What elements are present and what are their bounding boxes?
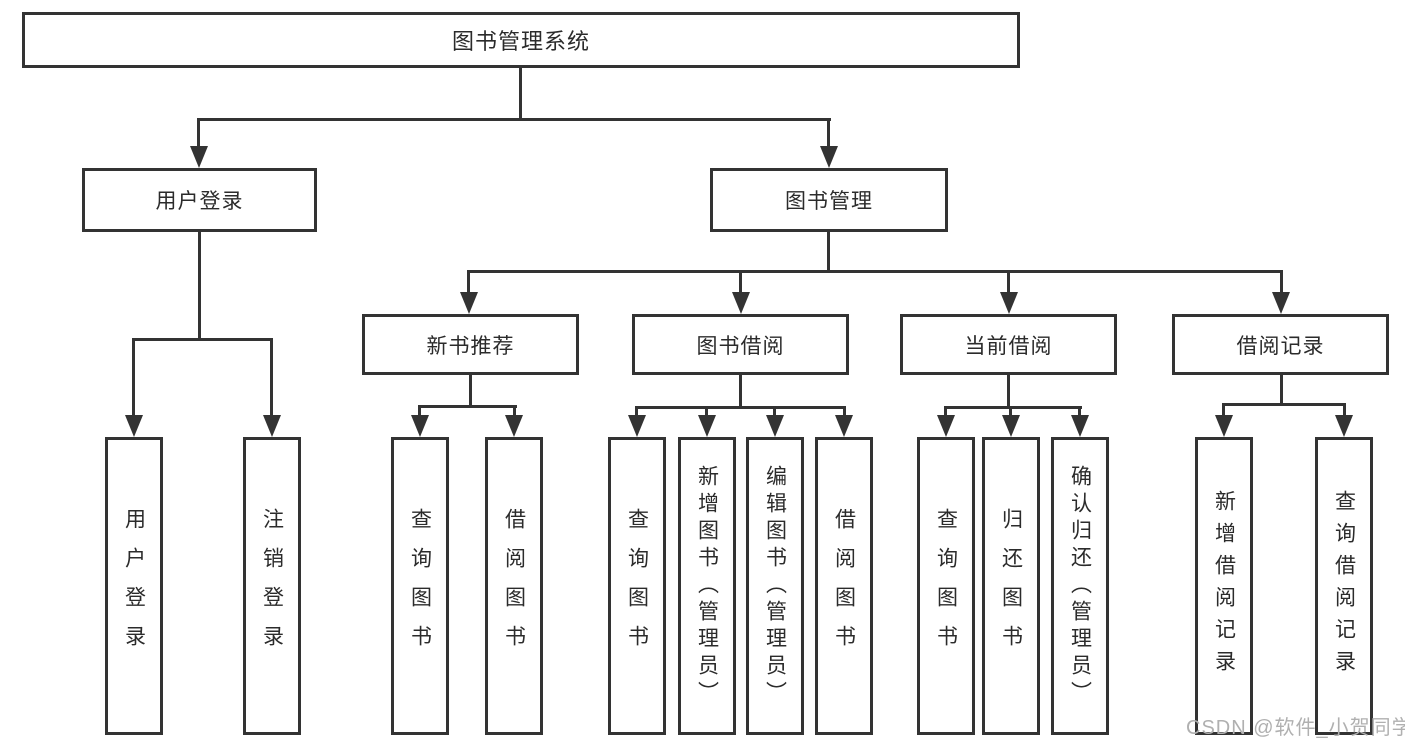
arrowhead: [505, 415, 523, 437]
connector-line: [773, 406, 776, 417]
leaf-query-books-current: 查询图书: [917, 437, 975, 735]
connector-line: [513, 405, 516, 417]
node-label: 图书管理: [785, 190, 873, 213]
leaf-logout: 注销登录: [243, 437, 301, 735]
arrowhead: [835, 415, 853, 437]
leaf-label: 查询借阅记录: [1332, 490, 1356, 682]
connector-line: [1222, 403, 1225, 417]
arrowhead: [766, 415, 784, 437]
node-label: 用户登录: [155, 190, 244, 213]
connector-line: [519, 68, 522, 120]
leaf-label: 编辑图书（管理员）: [763, 464, 787, 708]
arrowhead: [1002, 415, 1020, 437]
connector-line: [635, 406, 846, 409]
arrowhead: [411, 415, 429, 437]
connector-line: [197, 118, 831, 121]
node-label: 当前借阅: [964, 334, 1053, 358]
watermark: CSDN @软件_小贺同学: [1186, 717, 1405, 739]
arrowhead: [460, 292, 478, 314]
arrowhead: [1215, 415, 1233, 437]
connector-line: [467, 270, 1283, 273]
connector-line: [827, 232, 830, 272]
arrowhead: [698, 415, 716, 437]
connector-line: [1280, 375, 1283, 405]
node-label: 新书推荐: [426, 334, 515, 358]
leaf-borrow-books-recommend: 借阅图书: [485, 437, 543, 735]
connector-line: [635, 406, 638, 417]
leaf-borrow-books: 借阅图书: [815, 437, 873, 735]
arrowhead: [820, 146, 838, 168]
arrowhead: [190, 146, 208, 168]
arrowhead: [732, 292, 750, 314]
arrowhead: [1000, 292, 1018, 314]
leaf-confirm-return-admin: 确认归还（管理员）: [1051, 437, 1109, 735]
connector-line: [1009, 406, 1012, 417]
leaf-query-borrow-record: 查询借阅记录: [1315, 437, 1373, 735]
node-borrow-record: 借阅记录: [1172, 314, 1389, 375]
connector-line: [1007, 270, 1010, 292]
node-current-borrow: 当前借阅: [900, 314, 1117, 375]
arrowhead: [628, 415, 646, 437]
connector-line: [1280, 270, 1283, 292]
connector-line: [1343, 403, 1346, 417]
connector-line: [467, 270, 470, 292]
connector-line: [469, 375, 472, 407]
arrowhead: [1272, 292, 1290, 314]
leaf-label: 查询图书: [408, 508, 432, 664]
leaf-label: 确认归还（管理员）: [1068, 464, 1092, 708]
leaf-return-books: 归还图书: [982, 437, 1040, 735]
leaf-label: 归还图书: [999, 508, 1023, 664]
connector-line: [270, 338, 273, 417]
connector-line: [198, 232, 201, 338]
arrowhead: [1335, 415, 1353, 437]
leaf-query-books-borrow: 查询图书: [608, 437, 666, 735]
node-book-management: 图书管理: [710, 168, 948, 232]
node-new-book-recommend: 新书推荐: [362, 314, 579, 375]
connector-line: [197, 118, 200, 148]
connector-line: [827, 118, 830, 148]
leaf-label: 注销登录: [260, 508, 284, 664]
connector-line: [843, 406, 846, 417]
node-label: 图书管理系统: [451, 29, 590, 54]
connector-line: [739, 375, 742, 408]
connector-line: [1078, 406, 1081, 417]
arrowhead: [1071, 415, 1089, 437]
leaf-label: 新增借阅记录: [1212, 490, 1236, 682]
leaf-label: 借阅图书: [502, 508, 526, 664]
leaf-label: 查询图书: [934, 508, 958, 664]
leaf-label: 查询图书: [625, 508, 649, 664]
leaf-label: 新增图书（管理员）: [695, 464, 719, 708]
connector-line: [944, 406, 1082, 409]
leaf-label: 借阅图书: [832, 508, 856, 664]
node-label: 图书借阅: [696, 334, 785, 358]
node-book-borrow: 图书借阅: [632, 314, 849, 375]
connector-line: [944, 406, 947, 417]
leaf-add-books-admin: 新增图书（管理员）: [678, 437, 736, 735]
leaf-user-login: 用户登录: [105, 437, 163, 735]
connector-line: [418, 405, 517, 408]
connector-line: [705, 406, 708, 417]
arrowhead: [125, 415, 143, 437]
connector-line: [1222, 403, 1346, 406]
connector-line: [418, 405, 421, 417]
leaf-label: 用户登录: [122, 508, 146, 664]
arrowhead: [937, 415, 955, 437]
connector-line: [132, 338, 273, 341]
connector-line: [1007, 375, 1010, 408]
node-library-management-system: 图书管理系统: [22, 12, 1020, 68]
node-label: 借阅记录: [1236, 334, 1325, 358]
leaf-add-borrow-record: 新增借阅记录: [1195, 437, 1253, 735]
connector-line: [132, 338, 135, 417]
node-user-login: 用户登录: [82, 168, 317, 232]
leaf-query-books-recommend: 查询图书: [391, 437, 449, 735]
connector-line: [739, 270, 742, 292]
leaf-edit-books-admin: 编辑图书（管理员）: [746, 437, 804, 735]
arrowhead: [263, 415, 281, 437]
